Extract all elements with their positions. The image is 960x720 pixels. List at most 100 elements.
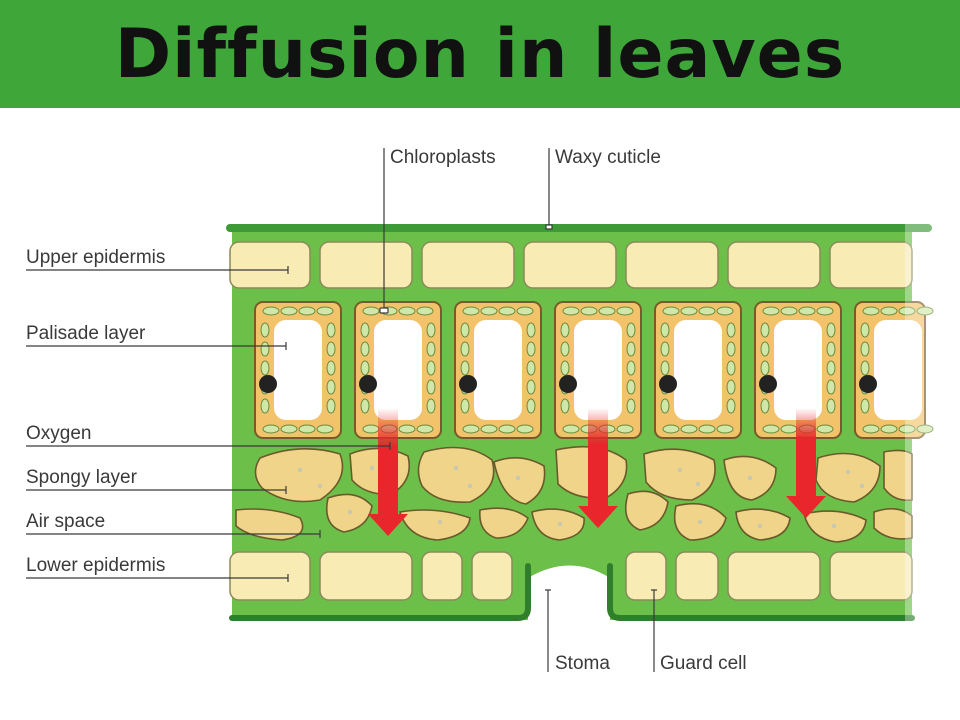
chloroplast [262, 424, 280, 434]
chloroplast [460, 341, 470, 357]
chloroplast [360, 360, 370, 376]
chloroplast [560, 322, 570, 338]
chloroplast [598, 306, 616, 316]
chloroplast [862, 424, 880, 434]
chloroplast [480, 424, 498, 434]
chloroplast [816, 424, 834, 434]
chloroplast [362, 424, 380, 434]
oxygen-arrow-2 [578, 408, 618, 528]
chloroplast [298, 424, 316, 434]
chloroplast [516, 306, 534, 316]
chloroplast [398, 424, 416, 434]
chloroplast [626, 322, 636, 338]
oxygen-arrow-1 [368, 408, 408, 536]
chloroplast [660, 398, 670, 414]
chloroplast [562, 424, 580, 434]
chloroplast [560, 398, 570, 414]
chloroplast [726, 360, 736, 376]
spongy-dot [677, 467, 683, 473]
chloroplast [762, 424, 780, 434]
chloroplast [316, 424, 334, 434]
chloroplast [260, 322, 270, 338]
spongy-dot [453, 465, 459, 471]
chloroplast [480, 306, 498, 316]
chloroplast [760, 360, 770, 376]
oxygen-arrow-3 [786, 408, 826, 518]
chloroplast [416, 306, 434, 316]
chloroplast [626, 360, 636, 376]
nuclei [259, 375, 877, 393]
label-air-space: Air space [26, 511, 105, 532]
label-spongy-layer: Spongy layer [26, 467, 138, 488]
chloroplast [526, 341, 536, 357]
spongy-dot [845, 469, 851, 475]
chloroplast [360, 398, 370, 414]
page-title: Diffusion in leaves [114, 14, 846, 94]
chloroplast [880, 306, 898, 316]
chloroplast [526, 398, 536, 414]
chloroplast [326, 398, 336, 414]
chloroplast [316, 306, 334, 316]
chloroplast [826, 379, 836, 395]
chloroplast [260, 341, 270, 357]
chloroplast [626, 379, 636, 395]
chloroplast [426, 341, 436, 357]
chloroplast [426, 379, 436, 395]
palisade-cells [254, 301, 926, 439]
chloroplast [326, 341, 336, 357]
chloroplast [680, 306, 698, 316]
chloroplast [916, 424, 934, 434]
chloroplast [816, 306, 834, 316]
chloroplast [780, 424, 798, 434]
spongy-dot [317, 483, 323, 489]
chloroplast [580, 306, 598, 316]
chloroplast [516, 424, 534, 434]
chloroplast [426, 398, 436, 414]
chloroplast [762, 306, 780, 316]
spongy-dot [695, 481, 701, 487]
chloroplast [626, 341, 636, 357]
chloroplast [498, 424, 516, 434]
spongy-dot [557, 521, 563, 527]
chloroplast [716, 424, 734, 434]
chloroplast [662, 306, 680, 316]
chloroplast [880, 424, 898, 434]
chloroplast [362, 306, 380, 316]
label-lower-epidermis: Lower epidermis [26, 555, 165, 576]
spongy-dot [859, 483, 865, 489]
chloroplast [660, 341, 670, 357]
chloroplast [460, 360, 470, 376]
leaf-cross-section-diagram: Chloroplasts Waxy cuticle Upper epidermi… [26, 147, 935, 674]
chloroplast [498, 306, 516, 316]
spongy-dot [369, 465, 375, 471]
chloroplast [760, 341, 770, 357]
label-oxygen: Oxygen [26, 423, 91, 444]
chloroplast [262, 306, 280, 316]
chloroplast [698, 424, 716, 434]
chloroplast [280, 424, 298, 434]
label-upper-epidermis: Upper epidermis [26, 247, 165, 268]
chloroplast [826, 398, 836, 414]
chloroplast [680, 424, 698, 434]
upper-epidermis-cells [229, 241, 913, 289]
chloroplast [726, 398, 736, 414]
chloroplast [826, 360, 836, 376]
chloroplast [616, 424, 634, 434]
chloroplast [726, 341, 736, 357]
spongy-cells [235, 445, 913, 543]
chloroplast [462, 424, 480, 434]
chloroplast [326, 379, 336, 395]
chloroplast [726, 322, 736, 338]
chloroplast [326, 360, 336, 376]
chloroplast [860, 360, 870, 376]
chloroplast [826, 322, 836, 338]
chloroplast [526, 379, 536, 395]
chloroplast [626, 398, 636, 414]
chloroplast [860, 398, 870, 414]
chloroplast [698, 306, 716, 316]
chloroplast [326, 322, 336, 338]
chloroplast [462, 306, 480, 316]
chloroplast [760, 322, 770, 338]
spongy-dot [697, 519, 703, 525]
chloroplast [298, 306, 316, 316]
